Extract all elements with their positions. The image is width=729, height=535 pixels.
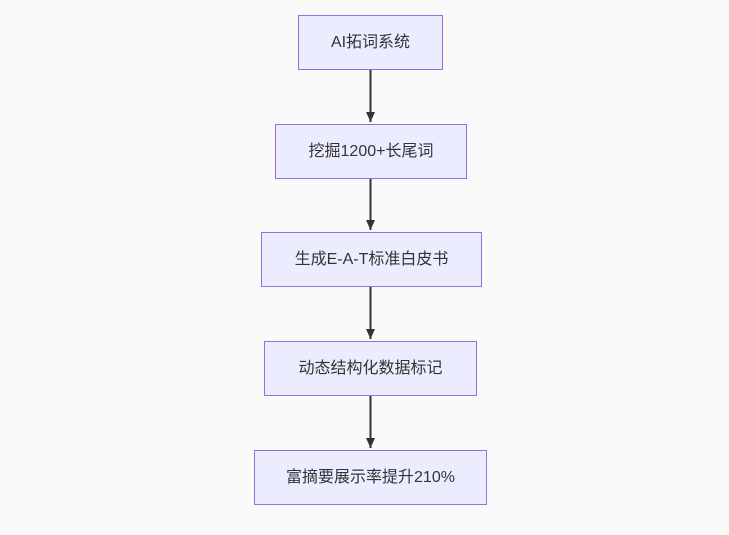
flow-node-mine-longtail-keywords: 挖掘1200+长尾词 xyxy=(275,124,467,179)
flow-node-generate-eat-whitepaper: 生成E-A-T标准白皮书 xyxy=(261,232,482,287)
flow-node-rich-snippet-rate-increase: 富摘要展示率提升210% xyxy=(254,450,487,505)
flow-node-ai-keyword-system: AI拓词系统 xyxy=(298,15,443,70)
flow-node-dynamic-structured-data-markup: 动态结构化数据标记 xyxy=(264,341,477,396)
